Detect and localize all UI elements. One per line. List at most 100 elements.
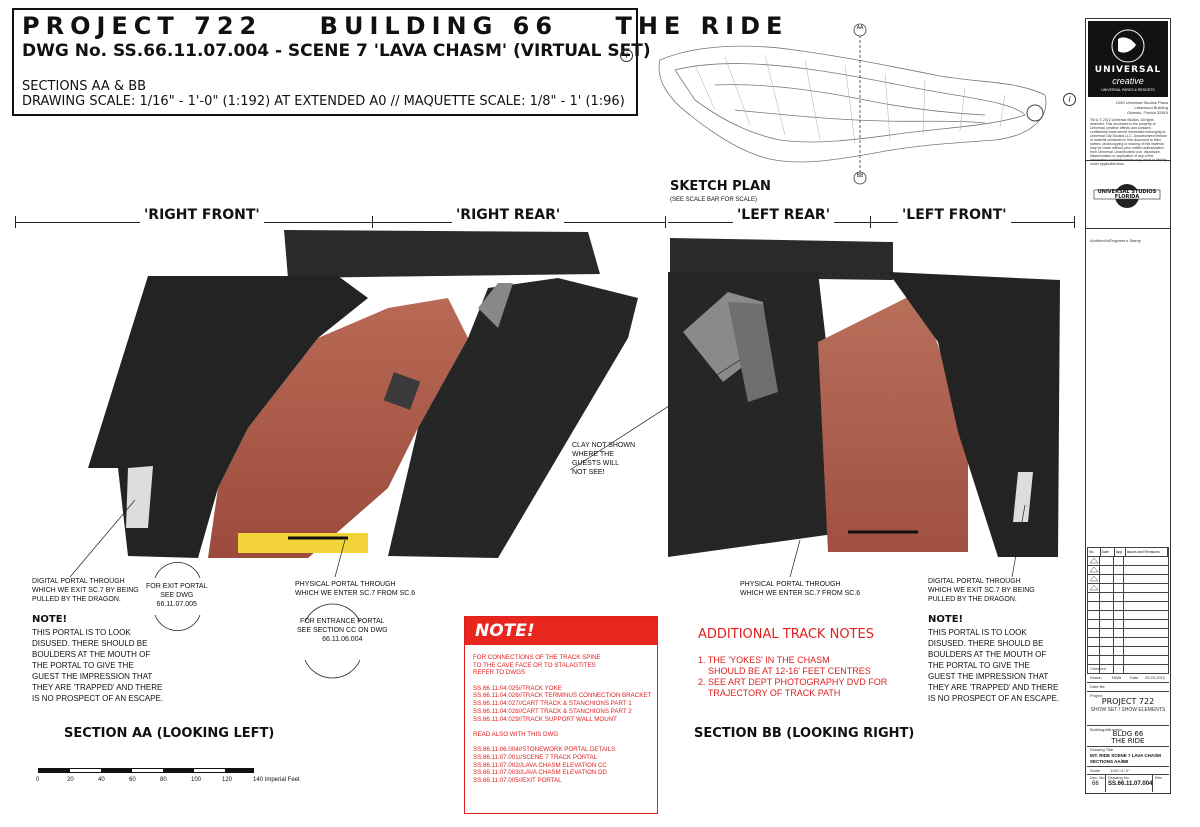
red-note-line: SS.66.11.07.005//EXIT PORTAL bbox=[473, 777, 562, 784]
red-note-line: SS.66.11.04.026//TRACK TERMINUS CONNECTI… bbox=[473, 692, 652, 700]
project-title: PROJECT 722 BUILDING 66 THE RIDE bbox=[22, 12, 789, 40]
revision-cell bbox=[1088, 629, 1100, 637]
bb-note-body: THIS PORTAL IS TO LOOK DISUSED. THERE SH… bbox=[928, 628, 1059, 703]
revision-cell bbox=[1124, 584, 1169, 592]
scale-tick-label: 0 bbox=[36, 777, 40, 783]
park-logo-text: UNIVERSAL STUDIOS FLORIDA bbox=[1097, 189, 1157, 200]
red-note-line: READ ALSO WITH THIS DWG bbox=[473, 730, 559, 738]
aa-note-body: THIS PORTAL IS TO LOOK DISUSED. THERE SH… bbox=[32, 628, 163, 703]
revision-cell bbox=[1114, 638, 1124, 646]
revision-cell bbox=[1100, 593, 1114, 601]
revision-row bbox=[1087, 638, 1169, 647]
revision-column-header: Issues and Revisions bbox=[1126, 548, 1168, 556]
dimension-line-bb bbox=[668, 222, 1074, 223]
red-note-line bbox=[473, 677, 657, 685]
dimension-tick bbox=[15, 216, 16, 228]
revision-cell bbox=[1100, 665, 1114, 673]
scale-tick-label: 120 bbox=[222, 777, 233, 783]
revision-cell bbox=[1114, 647, 1124, 655]
aa-digital-portal-note: DIGITAL PORTAL THROUGH WHICH WE EXIT SC.… bbox=[32, 578, 139, 603]
bb-physical-portal-note: PHYSICAL PORTAL THROUGH WHICH WE ENTER S… bbox=[740, 581, 861, 597]
revision-cell bbox=[1088, 656, 1100, 664]
revision-cell bbox=[1088, 638, 1100, 646]
red-note-line bbox=[473, 723, 657, 731]
revision-cell bbox=[1114, 584, 1124, 592]
revision-cell bbox=[1124, 593, 1169, 601]
dec-no-label: Dec. No. bbox=[1090, 775, 1106, 780]
scale-tick-label: 40 bbox=[98, 777, 105, 783]
tb-divider bbox=[1087, 725, 1169, 726]
universal-creative-logo: UNIVERSAL creative UNIVERSAL PARKS & RES… bbox=[1088, 21, 1168, 97]
revision-cell bbox=[1100, 656, 1114, 664]
dimension-tick bbox=[870, 216, 871, 228]
red-note-line: SS.66.11.07.001//SCENE 7 TRACK PORTAL bbox=[473, 753, 598, 761]
revision-row bbox=[1087, 602, 1169, 611]
dimension-tick bbox=[665, 216, 666, 228]
revision-cell bbox=[1124, 611, 1169, 619]
red-note-line: TO THE CAVE FACE OR TO STALAGTITES bbox=[473, 661, 596, 669]
red-note-line: SS.66.11.06.004//STONEWORK PORTAL DETAIL… bbox=[473, 746, 616, 754]
red-note-line: REFER TO DWGS bbox=[473, 669, 526, 677]
revision-cell bbox=[1088, 593, 1100, 601]
date-label: Date bbox=[1130, 675, 1139, 680]
tb-divider bbox=[1105, 774, 1106, 792]
drawing-no-label: Drawing No. bbox=[1108, 775, 1131, 780]
revision-cell bbox=[1100, 647, 1114, 655]
revision-row bbox=[1087, 584, 1169, 593]
red-note-heading: NOTE! bbox=[475, 621, 535, 641]
revision-cell bbox=[1124, 647, 1169, 655]
red-note-line: FOR CONNECTIONS OF THE TRACK SPINE bbox=[473, 654, 601, 661]
revision-cell bbox=[1114, 611, 1124, 619]
tb-divider bbox=[1152, 774, 1153, 792]
scale-label: Scale bbox=[1090, 768, 1101, 773]
tb-divider bbox=[1087, 766, 1169, 767]
revision-cell bbox=[1088, 575, 1100, 583]
label-left-rear: 'LEFT REAR' bbox=[733, 207, 835, 223]
revision-row bbox=[1087, 611, 1169, 620]
project-label: Project bbox=[1090, 693, 1103, 698]
section-aa-model bbox=[88, 230, 638, 558]
date-file-label: Date file bbox=[1090, 684, 1105, 689]
revision-cell bbox=[1124, 629, 1169, 637]
tb-divider bbox=[1085, 228, 1171, 229]
sections-label: SECTIONS AA & BB bbox=[22, 79, 147, 94]
copyright-text: TM & © 2012 Universal Studios. All right… bbox=[1090, 118, 1167, 166]
section-marker-aa: AA bbox=[856, 25, 864, 31]
revision-cell bbox=[1124, 620, 1169, 628]
bb-clay-note: CLAY NOT SHOWN WHERE THE GUESTS WILL NOT… bbox=[572, 442, 636, 476]
revision-cell bbox=[1088, 602, 1100, 610]
revision-cell bbox=[1100, 629, 1114, 637]
revision-cell bbox=[1114, 593, 1124, 601]
revision-cell bbox=[1088, 620, 1100, 628]
aa-exit-portal-ref: FOR EXIT PORTAL SEE DWG 66.11.07.005 bbox=[146, 583, 208, 608]
track-notes-heading: ADDITIONAL TRACK NOTES bbox=[698, 627, 874, 642]
tb-divider bbox=[1087, 664, 1169, 665]
sketch-plan-drawing bbox=[658, 23, 1047, 185]
revision-cell bbox=[1114, 575, 1124, 583]
label-right-rear: 'RIGHT REAR' bbox=[452, 207, 565, 223]
revision-column-header: No. bbox=[1088, 548, 1101, 556]
brand-sub: creative bbox=[1112, 76, 1144, 86]
section-marker-bb: BB bbox=[856, 173, 864, 179]
red-note-line: SS.66.11.07.003//LAVA CHASM ELEVATION DD bbox=[473, 769, 607, 777]
scale-bar bbox=[38, 768, 254, 773]
revision-row bbox=[1087, 593, 1169, 602]
universal-studios-logo: UNIVERSAL STUDIOS FLORIDA bbox=[1092, 182, 1162, 210]
checked-label: Checked bbox=[1090, 666, 1106, 671]
drawn-label: Drawn bbox=[1090, 675, 1102, 680]
revision-row bbox=[1087, 647, 1169, 656]
stamp-label: Architect's/Engineer's Stamp bbox=[1090, 238, 1141, 243]
address: 1000 Universal Studios Plaza Lakewood Bu… bbox=[1115, 100, 1168, 115]
revision-cell bbox=[1114, 620, 1124, 628]
revision-row bbox=[1087, 620, 1169, 629]
revisions-rows bbox=[1087, 557, 1169, 674]
revision-cell bbox=[1114, 656, 1124, 664]
red-note-line: SS.66.11.07.002//LAVA CHASM ELEVATION CC bbox=[473, 761, 607, 769]
revision-cell bbox=[1124, 638, 1169, 646]
scale-tick-label: 60 bbox=[129, 777, 136, 783]
revision-cell bbox=[1114, 602, 1124, 610]
drawing-no: SS.66.11.07.004 bbox=[1108, 781, 1153, 787]
revision-cell bbox=[1088, 665, 1100, 673]
